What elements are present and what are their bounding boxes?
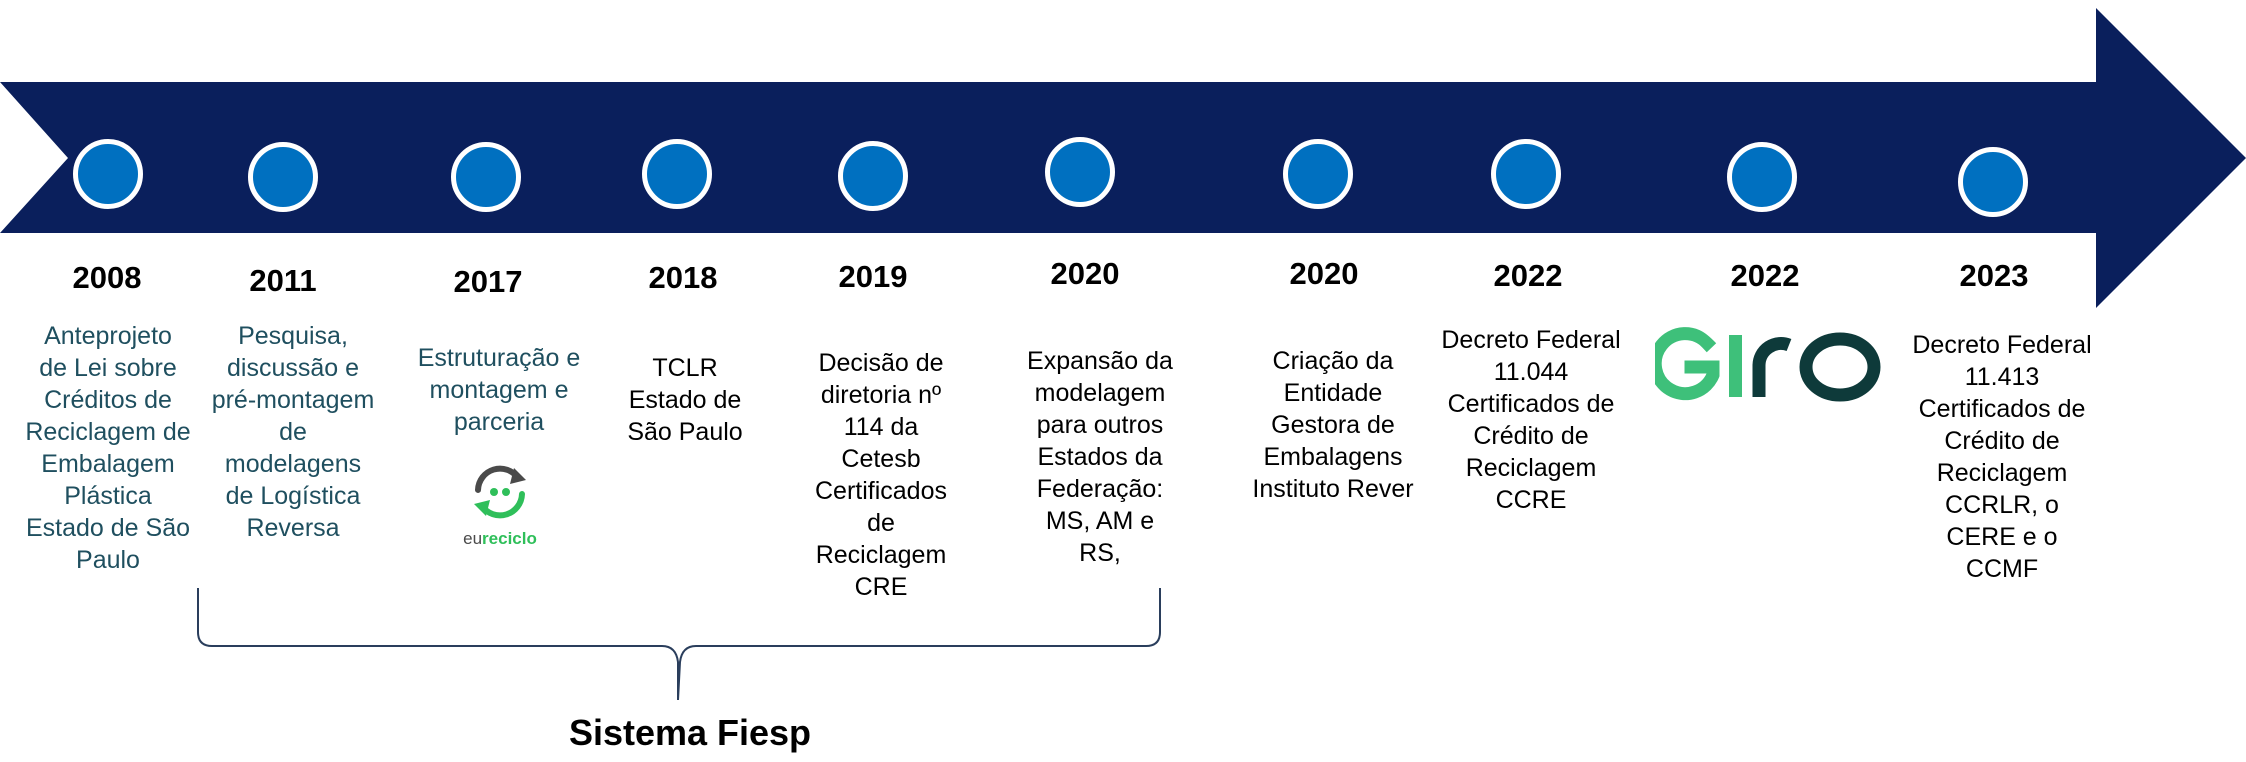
year-label: 2008: [72, 260, 142, 295]
timeline-node-2020a: [1045, 137, 1115, 207]
timeline-node-2022a: [1491, 139, 1561, 209]
timeline-node-2020b: [1283, 139, 1353, 209]
year-label: 2019: [838, 259, 908, 294]
timeline-arrow-shape: [0, 8, 2246, 308]
timeline-node-2017: [451, 142, 521, 212]
timeline-node-2011: [248, 142, 318, 212]
timeline-node-2023: [1958, 147, 2028, 217]
giro-logo: [1655, 327, 1881, 402]
year-label: 2011: [249, 263, 317, 298]
year-label: 2020: [1289, 256, 1359, 291]
recycle-smile-icon: [474, 465, 526, 519]
timeline-node-2022b: [1727, 142, 1797, 212]
year-label: 2022: [1730, 258, 1800, 293]
year-label: 2017: [453, 264, 523, 299]
year-label: 2022: [1493, 258, 1563, 293]
group-label: Sistema Fiesp: [568, 712, 812, 753]
eureciclo-logo: eureciclo: [455, 462, 545, 549]
timeline-node-2019: [838, 141, 908, 211]
year-label: 2020: [1050, 256, 1120, 291]
eureciclo-wordmark: eureciclo: [463, 529, 537, 548]
year-label: 2018: [648, 260, 718, 295]
timeline-node-2018: [642, 139, 712, 209]
year-label: 2023: [1959, 258, 2029, 293]
timeline-node-2008: [73, 139, 143, 209]
